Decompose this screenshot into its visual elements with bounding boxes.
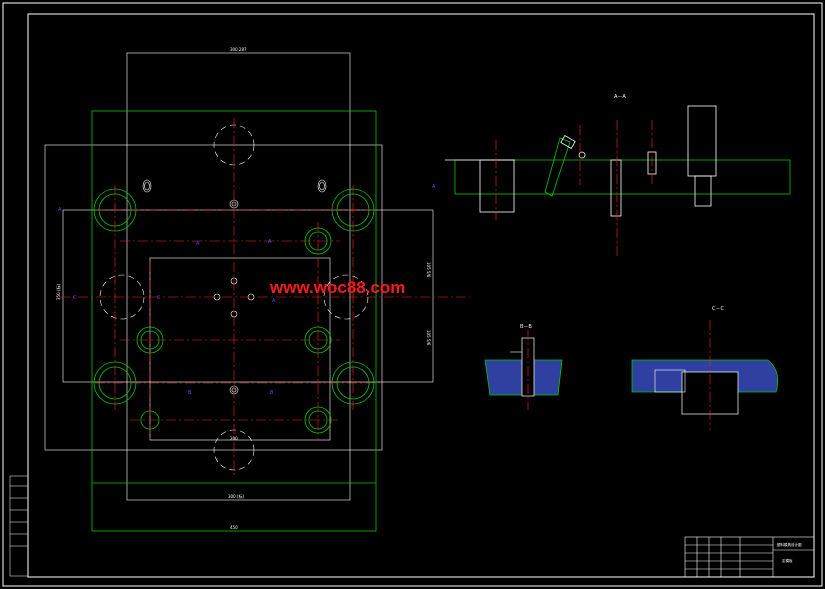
marker-c-mid: C	[157, 295, 161, 301]
watermark-text: www.woc88.com	[269, 278, 405, 297]
marker-a-section: A	[432, 184, 436, 190]
dim-right-upper: 105 5/6	[426, 262, 431, 278]
section-bb-view	[484, 337, 563, 397]
section-cc-label: C－C	[712, 306, 724, 312]
marker-b-left: B	[188, 390, 192, 396]
section-bb-label: B－B	[520, 324, 532, 330]
marker-a-mid: A	[196, 241, 200, 247]
section-cc-view	[631, 359, 779, 415]
section-aa-view	[445, 105, 791, 217]
marker-c-left: C	[73, 295, 77, 301]
dim-top: 300 287	[230, 47, 247, 52]
dim-overall-bottom: 450	[230, 525, 238, 530]
dim-right-lower: 105 5/6	[426, 330, 431, 346]
margin-strip	[9, 475, 29, 577]
title-block	[684, 536, 815, 578]
main-view-white-outline	[44, 52, 434, 501]
title-block-title: 塑料模具设计图	[777, 542, 802, 547]
marker-b-right: B	[270, 390, 274, 396]
marker-a-center: A	[272, 298, 276, 304]
title-block-drawing-no: 定模板	[782, 558, 793, 563]
main-view-centerlines	[60, 118, 470, 475]
dim-left: 350 (标)	[55, 284, 61, 300]
section-aa-centerlines	[495, 120, 653, 258]
section-aa-label: A－A	[614, 94, 626, 100]
marker-a-mid2: A	[268, 239, 272, 245]
marker-a-left: A	[58, 207, 62, 213]
dim-bottom: 300 (标)	[228, 493, 244, 499]
sheet-inner-border	[27, 13, 815, 578]
dim-inner-bottom: 200	[230, 436, 238, 441]
